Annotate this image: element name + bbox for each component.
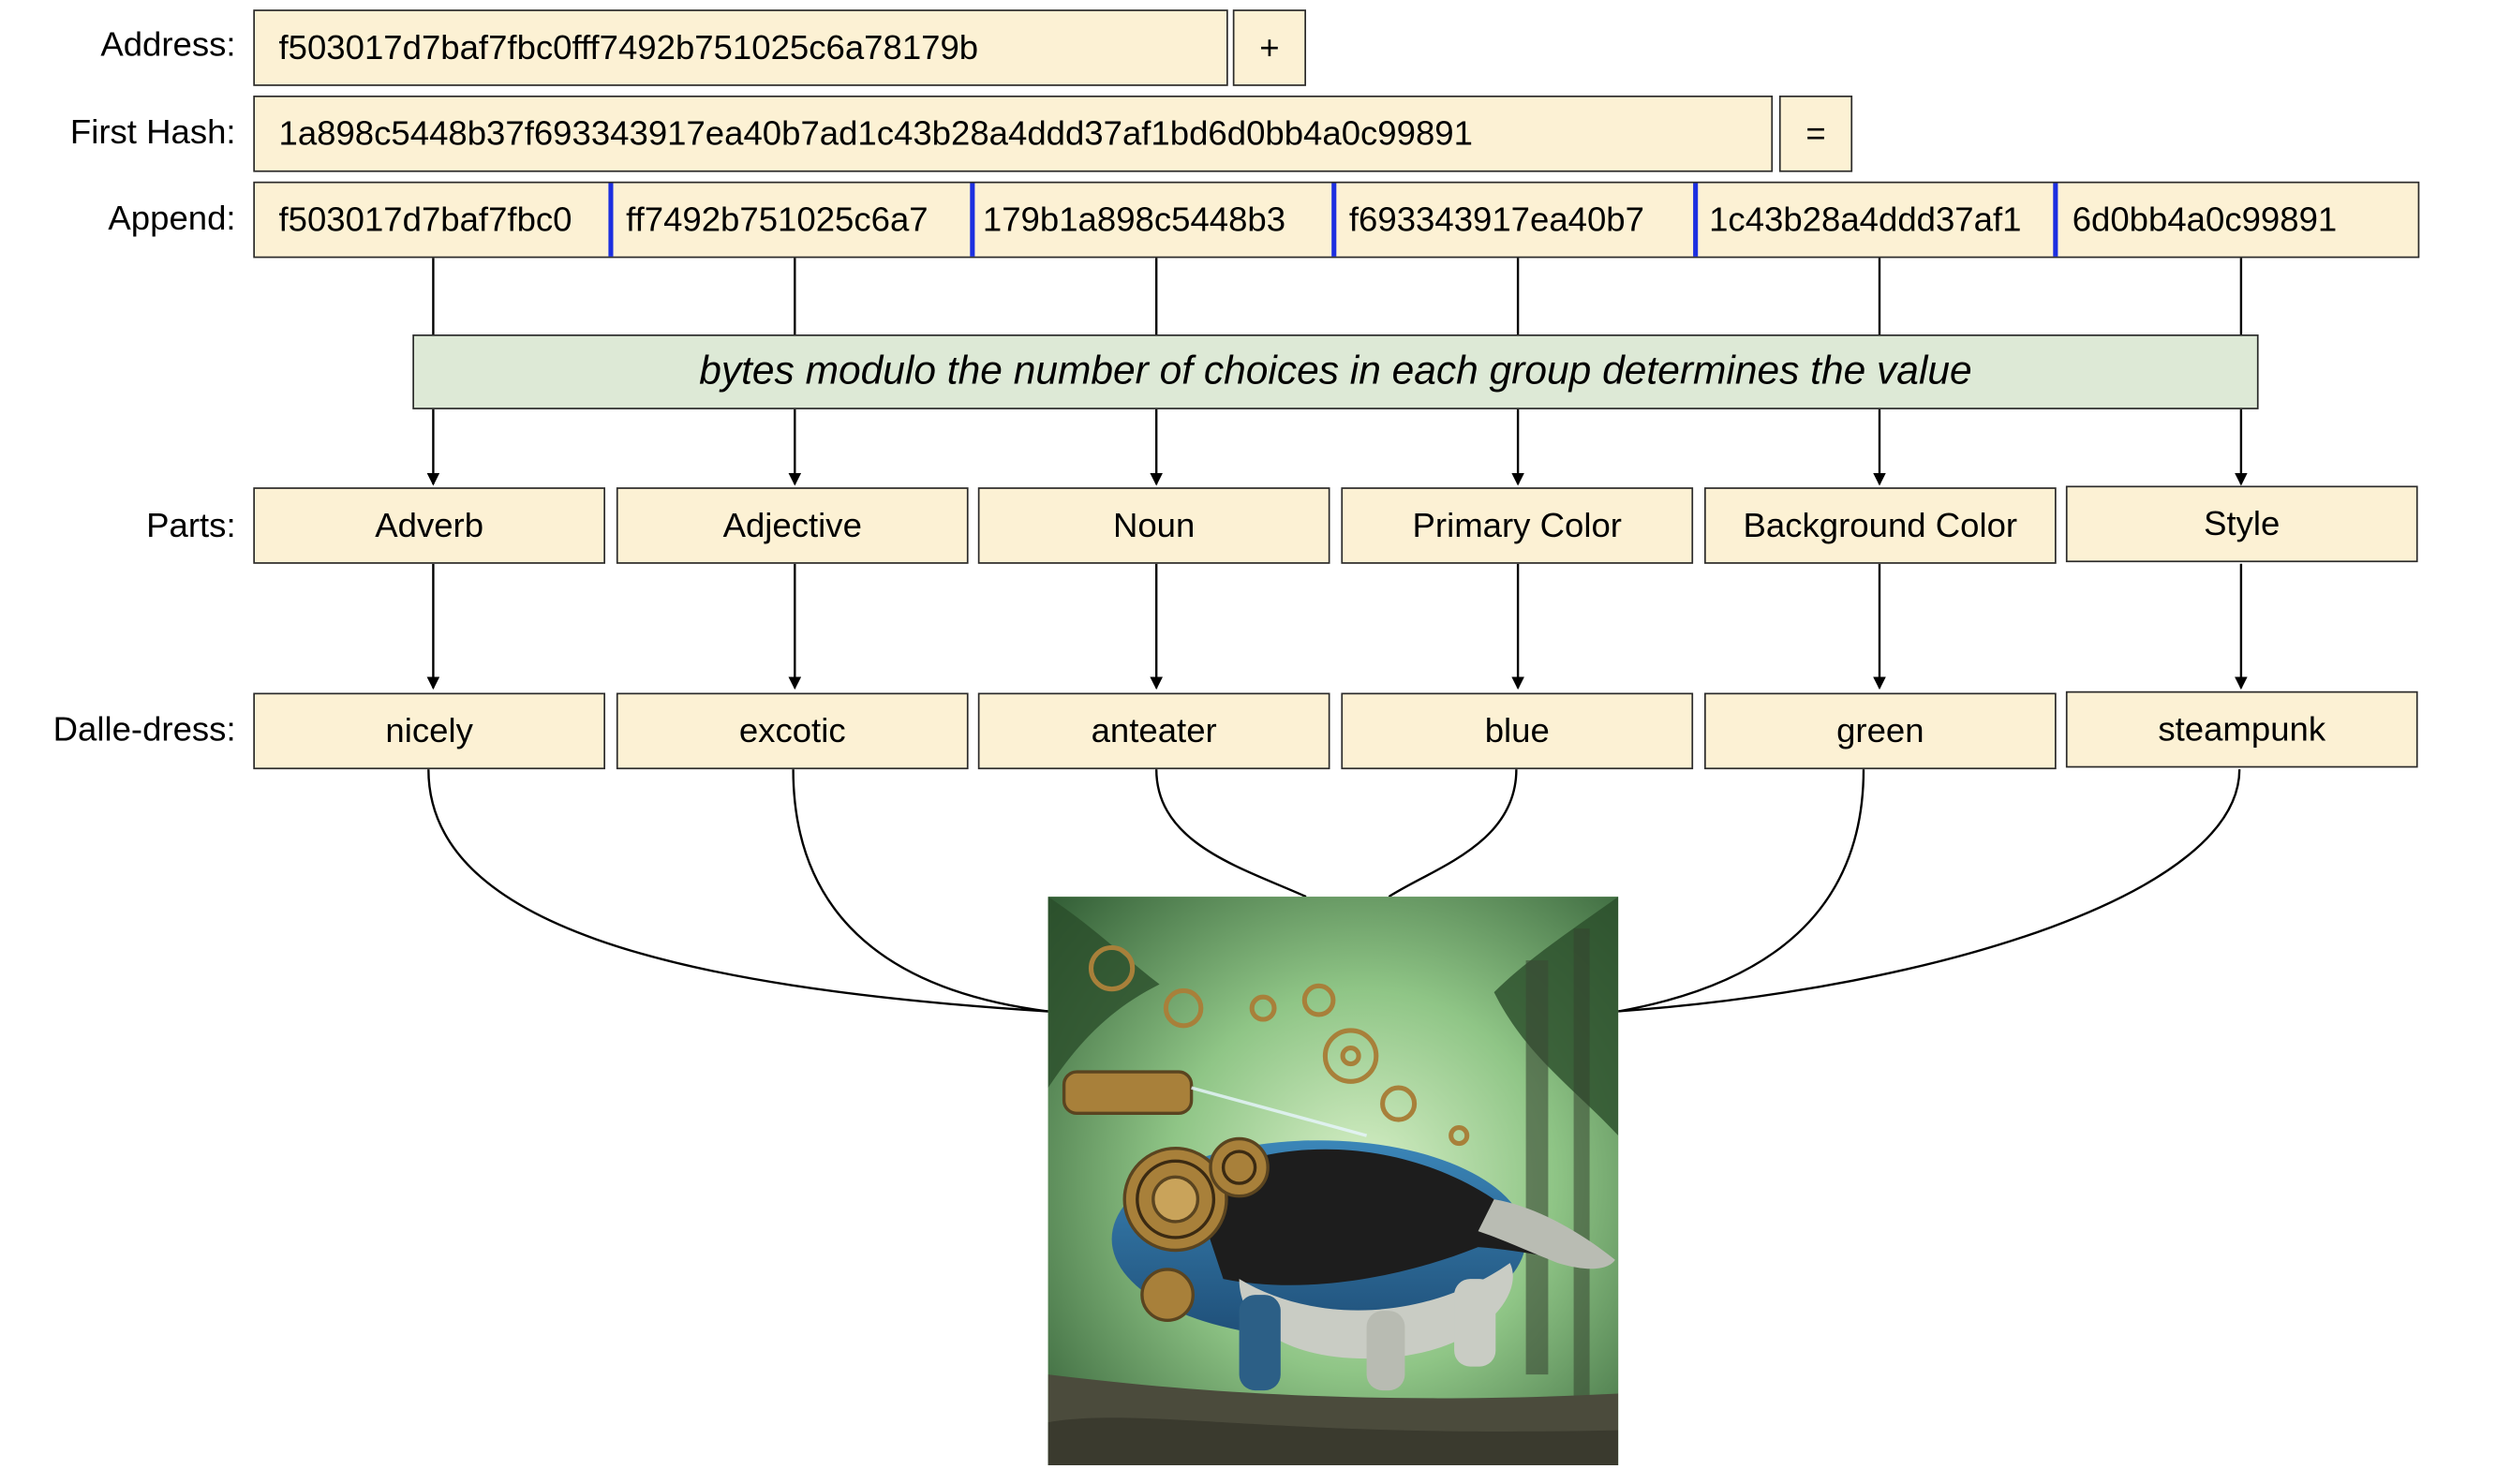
parts-label: Parts: (146, 506, 236, 545)
address-value: f503017d7baf7fbc0fff7492b751025c6a78179b (278, 27, 979, 67)
append-segment: 1c43b28a4ddd37af1 (1709, 200, 2022, 239)
connector-curve (1388, 769, 1518, 898)
dress-background-color: green (1704, 692, 2057, 770)
dress-adverb: nicely (253, 692, 605, 770)
plus-label: + (1259, 27, 1280, 67)
part-adjective: Adjective (616, 487, 969, 564)
plus-button: + (1232, 9, 1306, 86)
dress-primary-color: blue (1341, 692, 1694, 770)
append-segment: ff7492b751025c6a7 (626, 200, 929, 239)
steampunk-anteater-illustration (1047, 897, 1619, 1465)
append-field: f503017d7baf7fbc0 ff7492b751025c6a7 179b… (253, 181, 2420, 259)
dress-noun: anteater (977, 692, 1330, 770)
dress-adjective: excotic (616, 692, 969, 770)
segment-divider (1331, 183, 1337, 257)
modulo-banner: bytes modulo the number of choices in ea… (412, 334, 2259, 409)
address-label: Address: (100, 25, 236, 64)
part-primary-color: Primary Color (1341, 487, 1694, 564)
segment-divider (970, 183, 975, 257)
connector-curve (1618, 769, 2241, 1013)
first-hash-value: 1a898c5448b37f693343917ea40b7ad1c43b28a4… (278, 113, 1473, 153)
part-background-color: Background Color (1704, 487, 2057, 564)
segment-divider (2053, 183, 2058, 257)
append-segment: 179b1a898c5448b3 (982, 200, 1286, 239)
dalle-dress-label: Dalle-dress: (52, 710, 236, 749)
dress-style: steampunk (2065, 690, 2418, 768)
part-style: Style (2065, 485, 2418, 563)
equals-label: = (1805, 113, 1826, 153)
append-segment: f503017d7baf7fbc0 (278, 200, 572, 239)
append-label: Append: (108, 199, 236, 238)
append-segment: f693343917ea40b7 (1348, 200, 1644, 239)
part-adverb: Adverb (253, 487, 605, 564)
first-hash-label: First Hash: (69, 112, 236, 152)
segment-divider (1693, 183, 1699, 257)
equals-button: = (1778, 96, 1853, 172)
connector-curve (792, 769, 1048, 1013)
segment-divider (608, 183, 614, 257)
part-noun: Noun (977, 487, 1330, 564)
connector-curve (1617, 769, 1865, 1013)
address-field: f503017d7baf7fbc0fff7492b751025c6a78179b (253, 9, 1228, 86)
append-segment: 6d0bb4a0c99891 (2072, 200, 2338, 239)
first-hash-field: 1a898c5448b37f693343917ea40b7ad1c43b28a4… (253, 96, 1774, 172)
generated-image (1047, 897, 1619, 1465)
connector-curve (427, 769, 1048, 1013)
connector-curve (1155, 769, 1307, 898)
